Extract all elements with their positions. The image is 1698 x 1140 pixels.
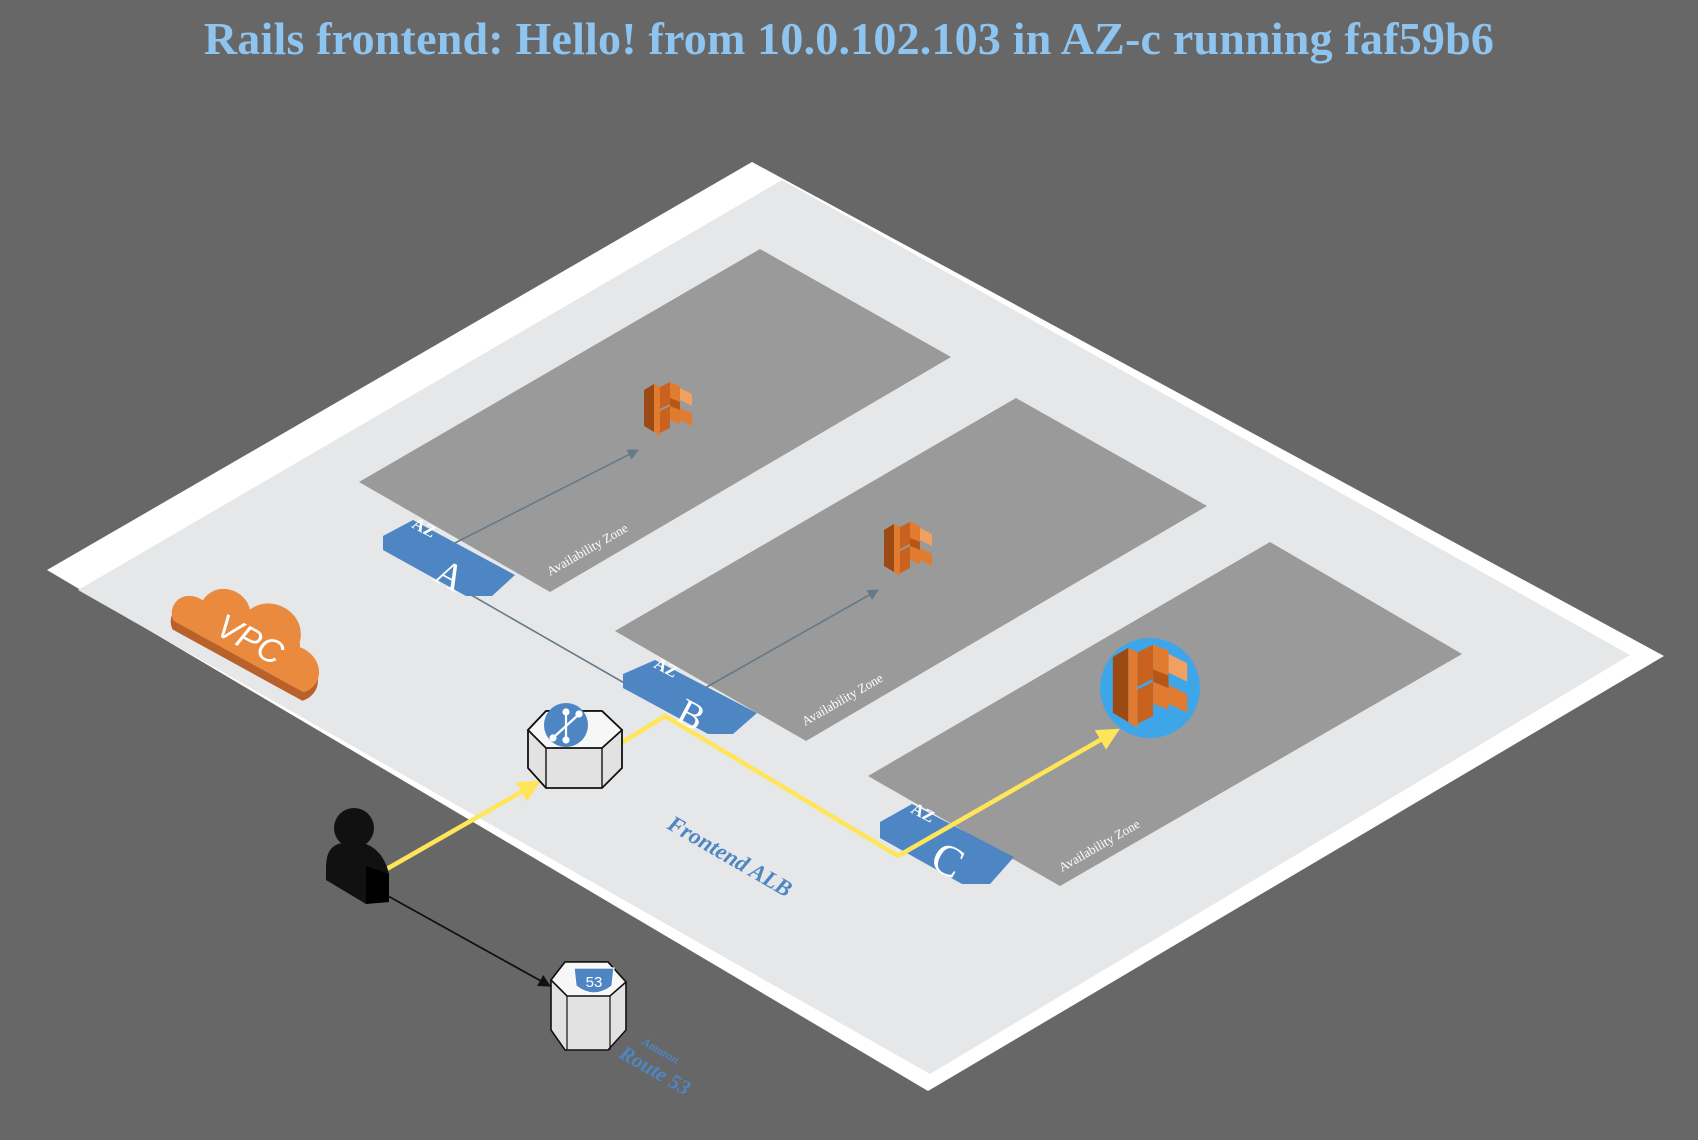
user-icon (326, 808, 389, 904)
connector-az-b-to-ecs (704, 589, 879, 689)
connector-user-to-route53 (387, 895, 552, 987)
vpc-cloud: VPC (170, 588, 320, 701)
alb-fork-icon (549, 708, 583, 744)
traffic-path-user-to-alb (383, 780, 541, 872)
ecs-cluster-icon-az-c-active (1100, 638, 1200, 738)
connector-az-a-to-az-b (444, 579, 641, 693)
load-balancer (526, 703, 624, 789)
route53-icon: 53 (549, 961, 628, 1051)
traffic-path-alb-to-az-c (608, 713, 1120, 859)
connector-az-a-to-ecs (444, 449, 639, 549)
page-title: Rails frontend: Hello! from 10.0.102.103… (203, 13, 1495, 64)
route53-shield-text: 53 (586, 974, 603, 991)
